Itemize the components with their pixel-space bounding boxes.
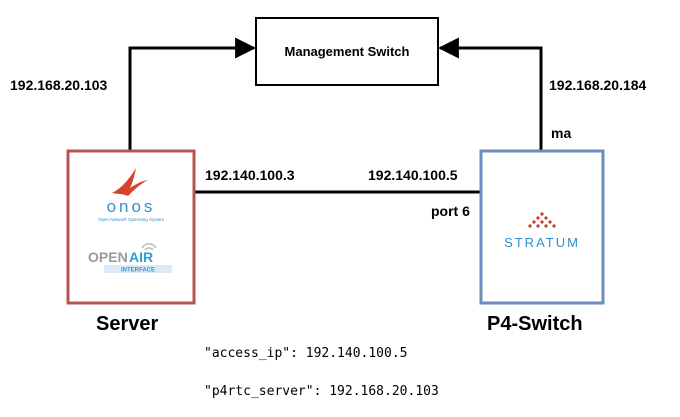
stratum-logo: STRATUM [504, 212, 580, 250]
onos-wordmark: onos [107, 197, 156, 216]
onos-logo: onos Open Network Operating System [98, 168, 164, 222]
config-p4rtc-server: "p4rtc_server": 192.168.20.103 [204, 384, 439, 399]
switch-data-ip: 192.140.100.5 [368, 167, 458, 183]
server-data-ip: 192.140.100.3 [205, 167, 295, 183]
server-label: Server [96, 313, 159, 335]
openair-air-text: AIR [129, 249, 153, 265]
server-mgmt-ip: 192.168.20.103 [10, 77, 108, 93]
switch-mgmt-link [437, 37, 543, 151]
p4-switch-label: P4-Switch [487, 313, 583, 335]
openair-open-text: OPEN [88, 249, 128, 265]
openair-logo: OPEN AIR INTERFACE [88, 243, 172, 274]
openair-interface-bar [104, 265, 172, 273]
server-mgmt-link [128, 37, 257, 151]
openair-signal-icon [141, 243, 157, 249]
config-access-ip: "access_ip": 192.140.100.5 [204, 346, 408, 361]
switch-data-port: port 6 [431, 203, 470, 219]
management-switch-label: Management Switch [284, 44, 410, 59]
stratum-wordmark: STRATUM [504, 235, 580, 250]
management-switch-box [255, 17, 439, 86]
openair-interface-text: INTERFACE [121, 268, 155, 274]
switch-mgmt-port: ma [551, 125, 572, 141]
onos-bird-icon [112, 168, 148, 196]
switch-mgmt-ip: 192.168.20.184 [549, 77, 647, 93]
server-box [66, 149, 196, 305]
p4-switch-box [479, 149, 605, 305]
stratum-dots-icon [528, 212, 556, 228]
onos-tagline: Open Network Operating System [98, 217, 164, 222]
